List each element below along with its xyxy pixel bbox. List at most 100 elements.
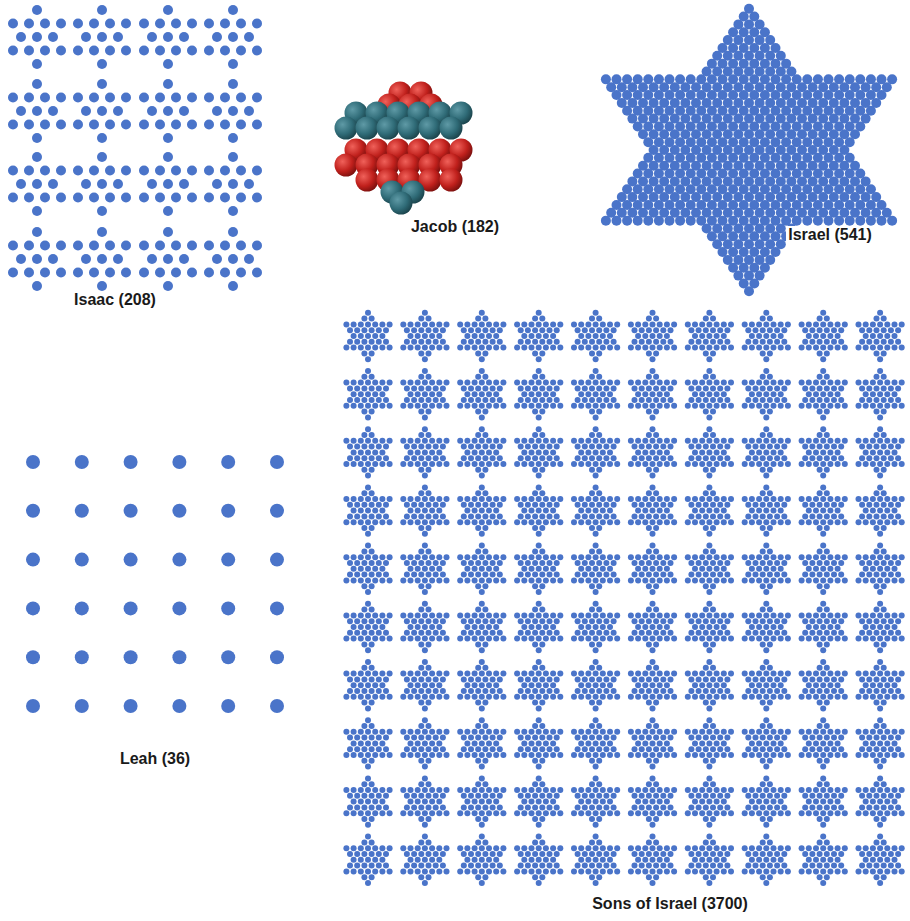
star-dot (692, 321, 698, 327)
star-dot (411, 327, 417, 333)
star-dot (653, 385, 659, 391)
star-dot (532, 327, 538, 333)
star-dot (856, 461, 862, 467)
star-dot (550, 508, 556, 514)
star-dot (632, 455, 638, 461)
star-dot (497, 444, 503, 450)
star-dot (468, 444, 474, 450)
star-dot (781, 339, 787, 345)
star-dot (379, 380, 385, 386)
star-dot (429, 438, 435, 444)
star-dot (692, 461, 698, 467)
star-dot (89, 268, 99, 278)
star-dot (543, 333, 549, 339)
star-dot (529, 333, 535, 339)
star-dot (771, 461, 777, 467)
star-dot (650, 414, 656, 420)
star-dot (539, 397, 545, 403)
star-dot (685, 461, 691, 467)
star-dot (543, 403, 549, 409)
star-dot (653, 455, 659, 461)
star-dot (521, 508, 527, 514)
star-dot (361, 397, 367, 403)
star-dot (418, 502, 424, 508)
star-dot (589, 374, 595, 380)
star-dot (785, 380, 791, 386)
star-dot (468, 385, 474, 391)
star-dot (89, 19, 99, 29)
star-dot (16, 32, 26, 42)
star-dot (500, 321, 506, 327)
star-dot (724, 455, 730, 461)
star-dot (433, 327, 439, 333)
star-dot (479, 380, 485, 386)
star-dot (73, 193, 83, 203)
star-dot (642, 391, 648, 397)
star-dot (24, 166, 34, 176)
star-dot (187, 193, 197, 203)
star-dot (24, 193, 34, 203)
star-dot (532, 502, 538, 508)
star-dot (418, 397, 424, 403)
star-dot (593, 345, 599, 351)
star-dot (710, 316, 716, 322)
star-dot (642, 461, 648, 467)
star-dot (824, 350, 830, 356)
star-dot (171, 241, 181, 251)
star-dot (785, 461, 791, 467)
star-dot (490, 513, 496, 519)
star-dot (525, 502, 531, 508)
star-dot (418, 350, 424, 356)
star-dot (457, 519, 463, 525)
star-dot (763, 414, 769, 420)
star-dot (187, 46, 197, 56)
star-dot (56, 93, 66, 103)
star-dot (585, 403, 591, 409)
star-dot (387, 438, 393, 444)
star-dot (802, 444, 808, 450)
star-dot (139, 166, 149, 176)
star-dot (464, 345, 470, 351)
star-dot (187, 268, 197, 278)
star-dot (827, 449, 833, 455)
star-dot (354, 327, 360, 333)
star-dot (767, 327, 773, 333)
star-dot (866, 339, 872, 345)
star-dot (383, 455, 389, 461)
star-dot (204, 268, 214, 278)
star-dot (650, 321, 656, 327)
star-dot (464, 380, 470, 386)
star-dot (543, 380, 549, 386)
star-dot (539, 490, 545, 496)
star-dot (809, 339, 815, 345)
star-dot (756, 403, 762, 409)
star-dot (400, 461, 406, 467)
star-dot (383, 385, 389, 391)
star-dot (497, 502, 503, 508)
star-dot (859, 385, 865, 391)
star-dot (361, 350, 367, 356)
star-dot (603, 397, 609, 403)
star-dot (892, 461, 898, 467)
star-dot (838, 397, 844, 403)
star-dot (113, 254, 123, 264)
star-dot (887, 216, 897, 226)
star-dot (582, 385, 588, 391)
star-dot (895, 327, 901, 333)
star-dot (89, 241, 99, 251)
star-dot (749, 345, 755, 351)
star-dot (228, 133, 238, 143)
star-dot (657, 403, 663, 409)
star-dot (536, 368, 542, 374)
star-dot (774, 455, 780, 461)
star-dot (436, 345, 442, 351)
star-dot (415, 333, 421, 339)
star-dot (40, 166, 50, 176)
star-dot (550, 496, 556, 502)
star-dot (763, 380, 769, 386)
star-dot (706, 473, 712, 479)
star-dot (361, 444, 367, 450)
star-dot (418, 316, 424, 322)
star-dot (817, 467, 823, 473)
star-dot (771, 391, 777, 397)
